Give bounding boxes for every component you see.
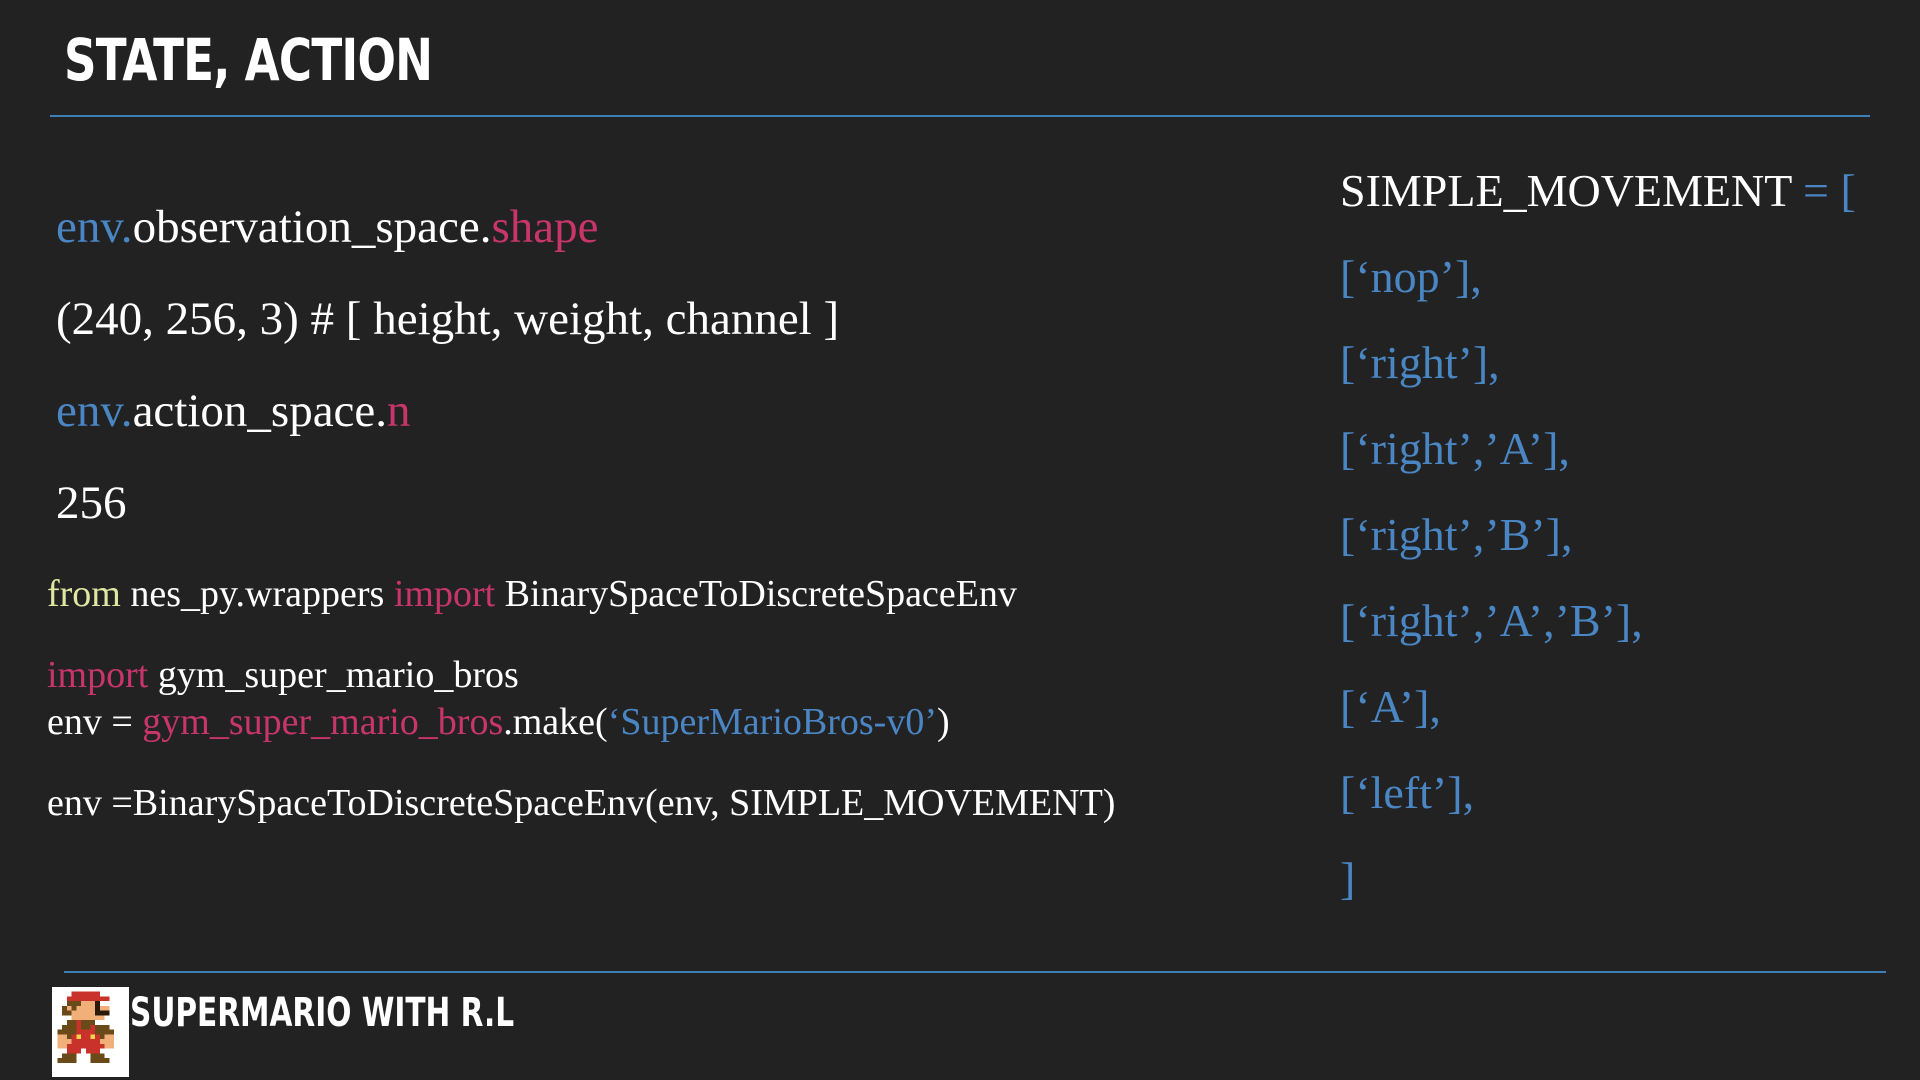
code-token: env.	[56, 201, 133, 253]
code-token: .make(	[503, 701, 608, 743]
movement-item: [‘A’],	[1340, 681, 1441, 732]
code-token: gym_super_mario_bros	[148, 654, 519, 696]
movement-item: [‘right’,’A’],	[1340, 423, 1570, 474]
code-line-action-space: env.action_space.n	[56, 388, 411, 435]
movement-item: [‘left’],	[1340, 767, 1475, 818]
mario-pixel-icon	[52, 987, 129, 1077]
code-line-shape-value: (240, 256, 3) # [ height, weight, channe…	[56, 293, 840, 345]
code-line-action-count: 256	[56, 477, 127, 529]
code-token: = [	[1791, 165, 1856, 216]
movement-item: [‘right’],	[1340, 337, 1500, 388]
footer-divider	[64, 971, 1886, 973]
slide-title: STATE, ACTION	[64, 26, 433, 94]
code-line-observation-shape: env.observation_space.shape	[56, 204, 598, 251]
movement-list-close: ]	[1340, 853, 1356, 904]
code-token: shape	[491, 201, 599, 253]
code-line-import-gym: import gym_super_mario_bros	[47, 656, 519, 694]
code-token: env =	[47, 701, 143, 743]
code-token: SIMPLE_MOVEMENT	[1340, 165, 1792, 216]
movement-item: [‘nop’],	[1340, 251, 1482, 302]
code-token: import	[393, 573, 496, 615]
movement-item: [‘right’,’A’,’B’],	[1340, 595, 1643, 646]
code-token: )	[936, 701, 950, 743]
code-token: gym_super_mario_bros	[142, 701, 504, 743]
footer-title: SUPERMARIO WITH R.L	[130, 990, 515, 1036]
code-token: env.	[56, 385, 133, 437]
movement-item: [‘right’,’B’],	[1340, 509, 1573, 560]
code-token: from	[47, 573, 121, 615]
code-line-wrap-env: env =BinarySpaceToDiscreteSpaceEnv(env, …	[47, 782, 1116, 824]
title-divider	[50, 115, 1870, 117]
code-token: n	[387, 385, 411, 437]
code-token: nes_py.wrappers	[120, 573, 394, 615]
code-token: action_space.	[132, 385, 388, 437]
code-token: BinarySpaceToDiscreteSpaceEnv	[495, 573, 1017, 615]
code-line-make-env: env = gym_super_mario_bros.make(‘SuperMa…	[47, 703, 950, 741]
code-token: ‘SuperMarioBros-v0’	[607, 701, 937, 743]
code-token: import	[47, 654, 149, 696]
code-line-import-wrapper: from nes_py.wrappers import BinarySpaceT…	[47, 575, 1017, 613]
code-token: observation_space.	[132, 201, 492, 253]
simple-movement-header: SIMPLE_MOVEMENT = [	[1340, 168, 1856, 214]
